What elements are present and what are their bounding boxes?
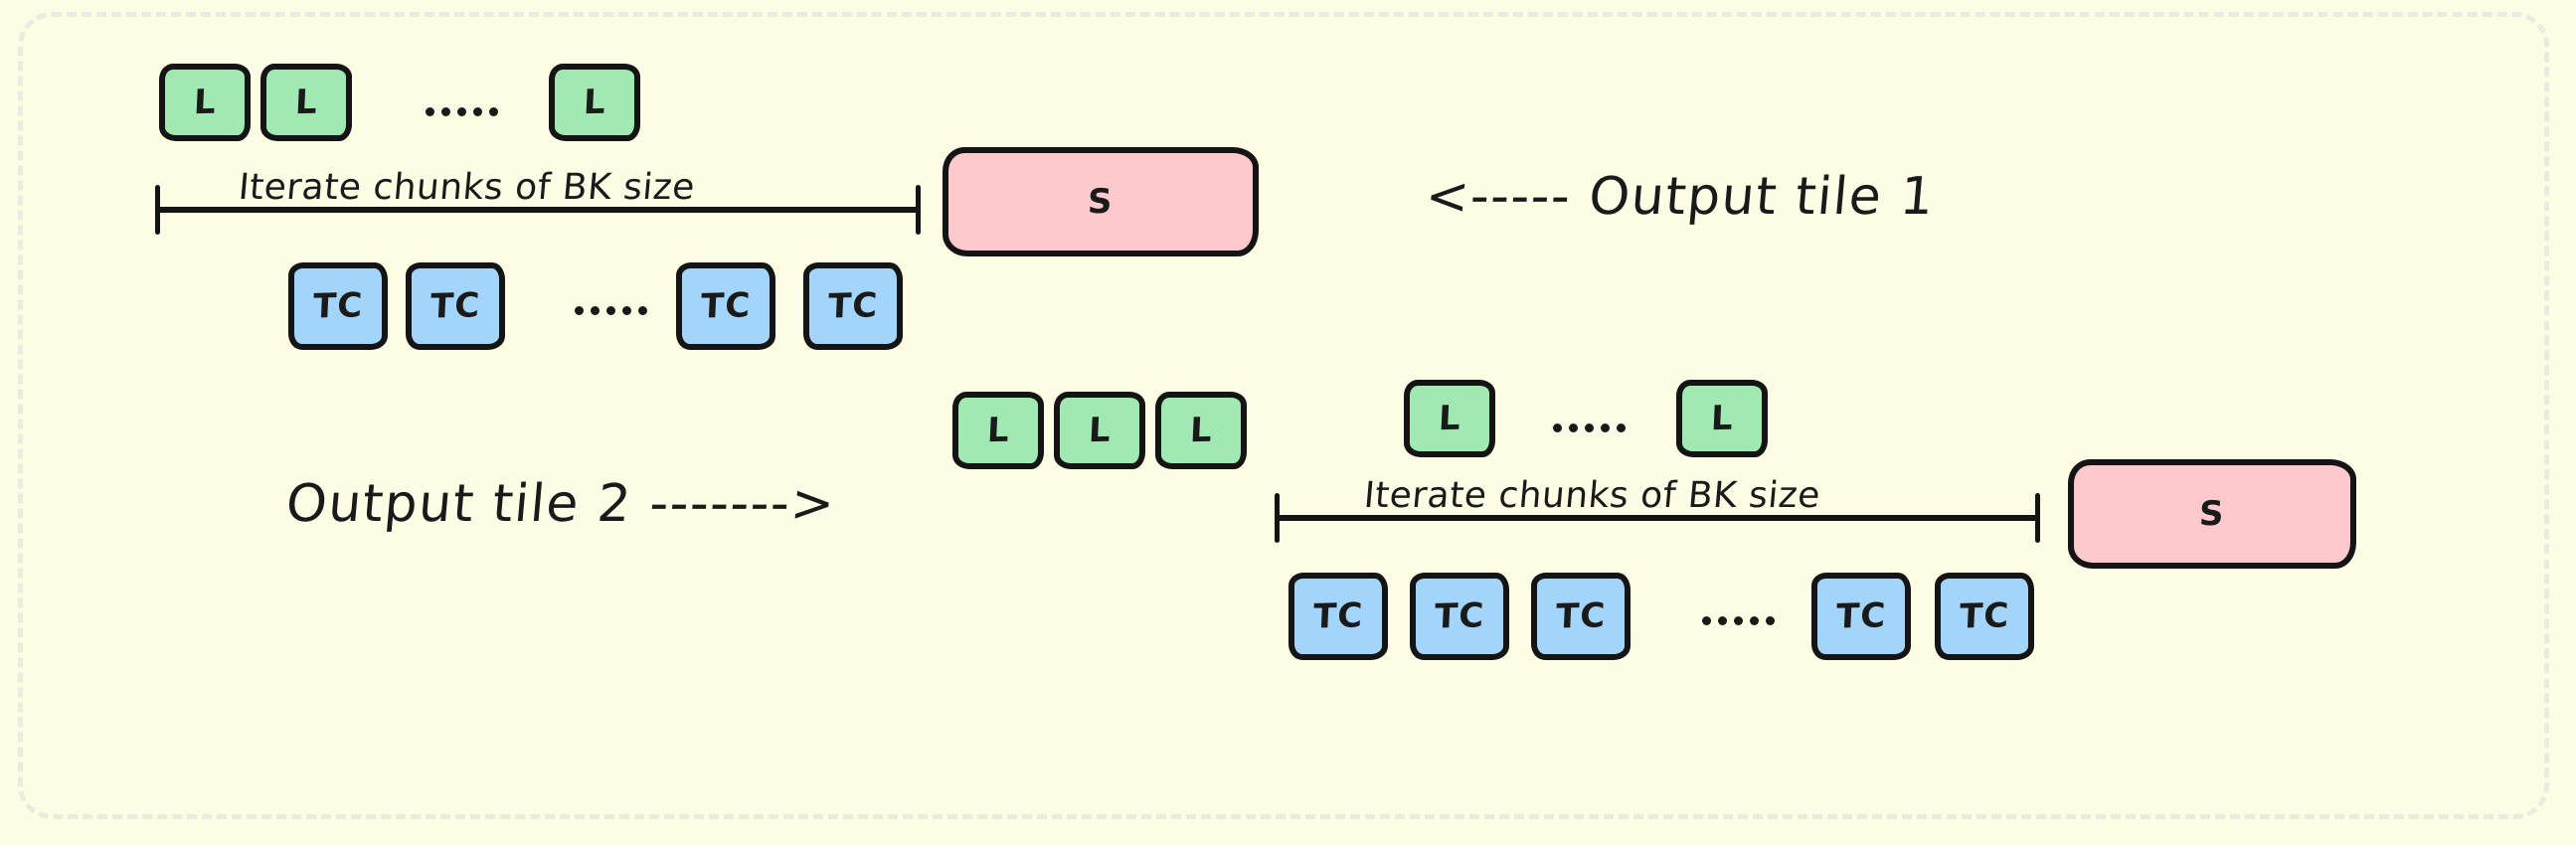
tensor-core-block-tile2-2: TC bbox=[1531, 573, 1631, 660]
bracket-bar bbox=[155, 207, 921, 213]
output-tile-2-callout: Output tile 2 -------> bbox=[283, 474, 839, 534]
tensor-core-block-tile2-3: TC bbox=[1811, 573, 1911, 660]
ellipsis-tile2-load bbox=[1553, 422, 1626, 433]
tensor-core-block-tile1-1: TC bbox=[406, 262, 505, 350]
tensor-core-block-label: TC bbox=[1312, 595, 1364, 637]
tensor-core-block-label: TC bbox=[312, 285, 364, 327]
tensor-core-block-label: TC bbox=[700, 285, 752, 327]
output-tile-1-callout: <----- Output tile 1 bbox=[1423, 167, 1938, 227]
bracket-cap-right bbox=[916, 185, 921, 235]
tensor-core-block-label: TC bbox=[1959, 595, 2010, 637]
tensor-core-block-label: TC bbox=[1555, 595, 1607, 637]
bracket-bar bbox=[1275, 515, 2040, 521]
load-block-label: L bbox=[293, 82, 319, 123]
load-block-label: L bbox=[985, 410, 1011, 451]
dashed-frame-border bbox=[18, 12, 2549, 819]
tensor-core-block-label: TC bbox=[1835, 595, 1887, 637]
store-block-tile1: S bbox=[943, 147, 1259, 256]
tensor-core-block-label: TC bbox=[1434, 595, 1485, 637]
load-block-label: L bbox=[1437, 398, 1462, 439]
store-block-label: S bbox=[2198, 493, 2226, 535]
load-block-tile2-right-1: L bbox=[1676, 380, 1768, 457]
load-block-label: L bbox=[1709, 398, 1735, 439]
iterate-bracket-tile1 bbox=[155, 179, 921, 243]
load-block-tile1-2: L bbox=[549, 64, 640, 141]
load-block-label: L bbox=[582, 82, 607, 123]
tensor-core-block-tile2-1: TC bbox=[1410, 573, 1509, 660]
ellipsis-tile1-load bbox=[426, 105, 498, 117]
iterate-bracket-tile2 bbox=[1275, 487, 2040, 551]
tensor-core-block-tile1-0: TC bbox=[288, 262, 388, 350]
tensor-core-block-tile1-2: TC bbox=[676, 262, 775, 350]
tensor-core-block-label: TC bbox=[429, 285, 481, 327]
load-block-tile2-left-2: L bbox=[1155, 392, 1247, 469]
load-block-label: L bbox=[1087, 410, 1113, 451]
load-block-tile1-0: L bbox=[159, 64, 251, 141]
load-block-tile2-right-0: L bbox=[1404, 380, 1495, 457]
load-block-label: L bbox=[1188, 410, 1214, 451]
tensor-core-block-label: TC bbox=[827, 285, 879, 327]
store-block-tile2: S bbox=[2068, 459, 2356, 569]
store-block-label: S bbox=[1087, 181, 1115, 223]
load-block-tile1-1: L bbox=[260, 64, 352, 141]
tensor-core-block-tile2-4: TC bbox=[1935, 573, 2034, 660]
ellipsis-tile1-tc bbox=[575, 304, 647, 316]
load-block-label: L bbox=[192, 82, 218, 123]
load-block-tile2-left-0: L bbox=[952, 392, 1044, 469]
ellipsis-tile2-tc bbox=[1702, 614, 1775, 626]
tensor-core-block-tile1-3: TC bbox=[803, 262, 903, 350]
bracket-cap-right bbox=[2035, 493, 2040, 543]
load-block-tile2-left-1: L bbox=[1054, 392, 1145, 469]
tensor-core-block-tile2-0: TC bbox=[1288, 573, 1388, 660]
